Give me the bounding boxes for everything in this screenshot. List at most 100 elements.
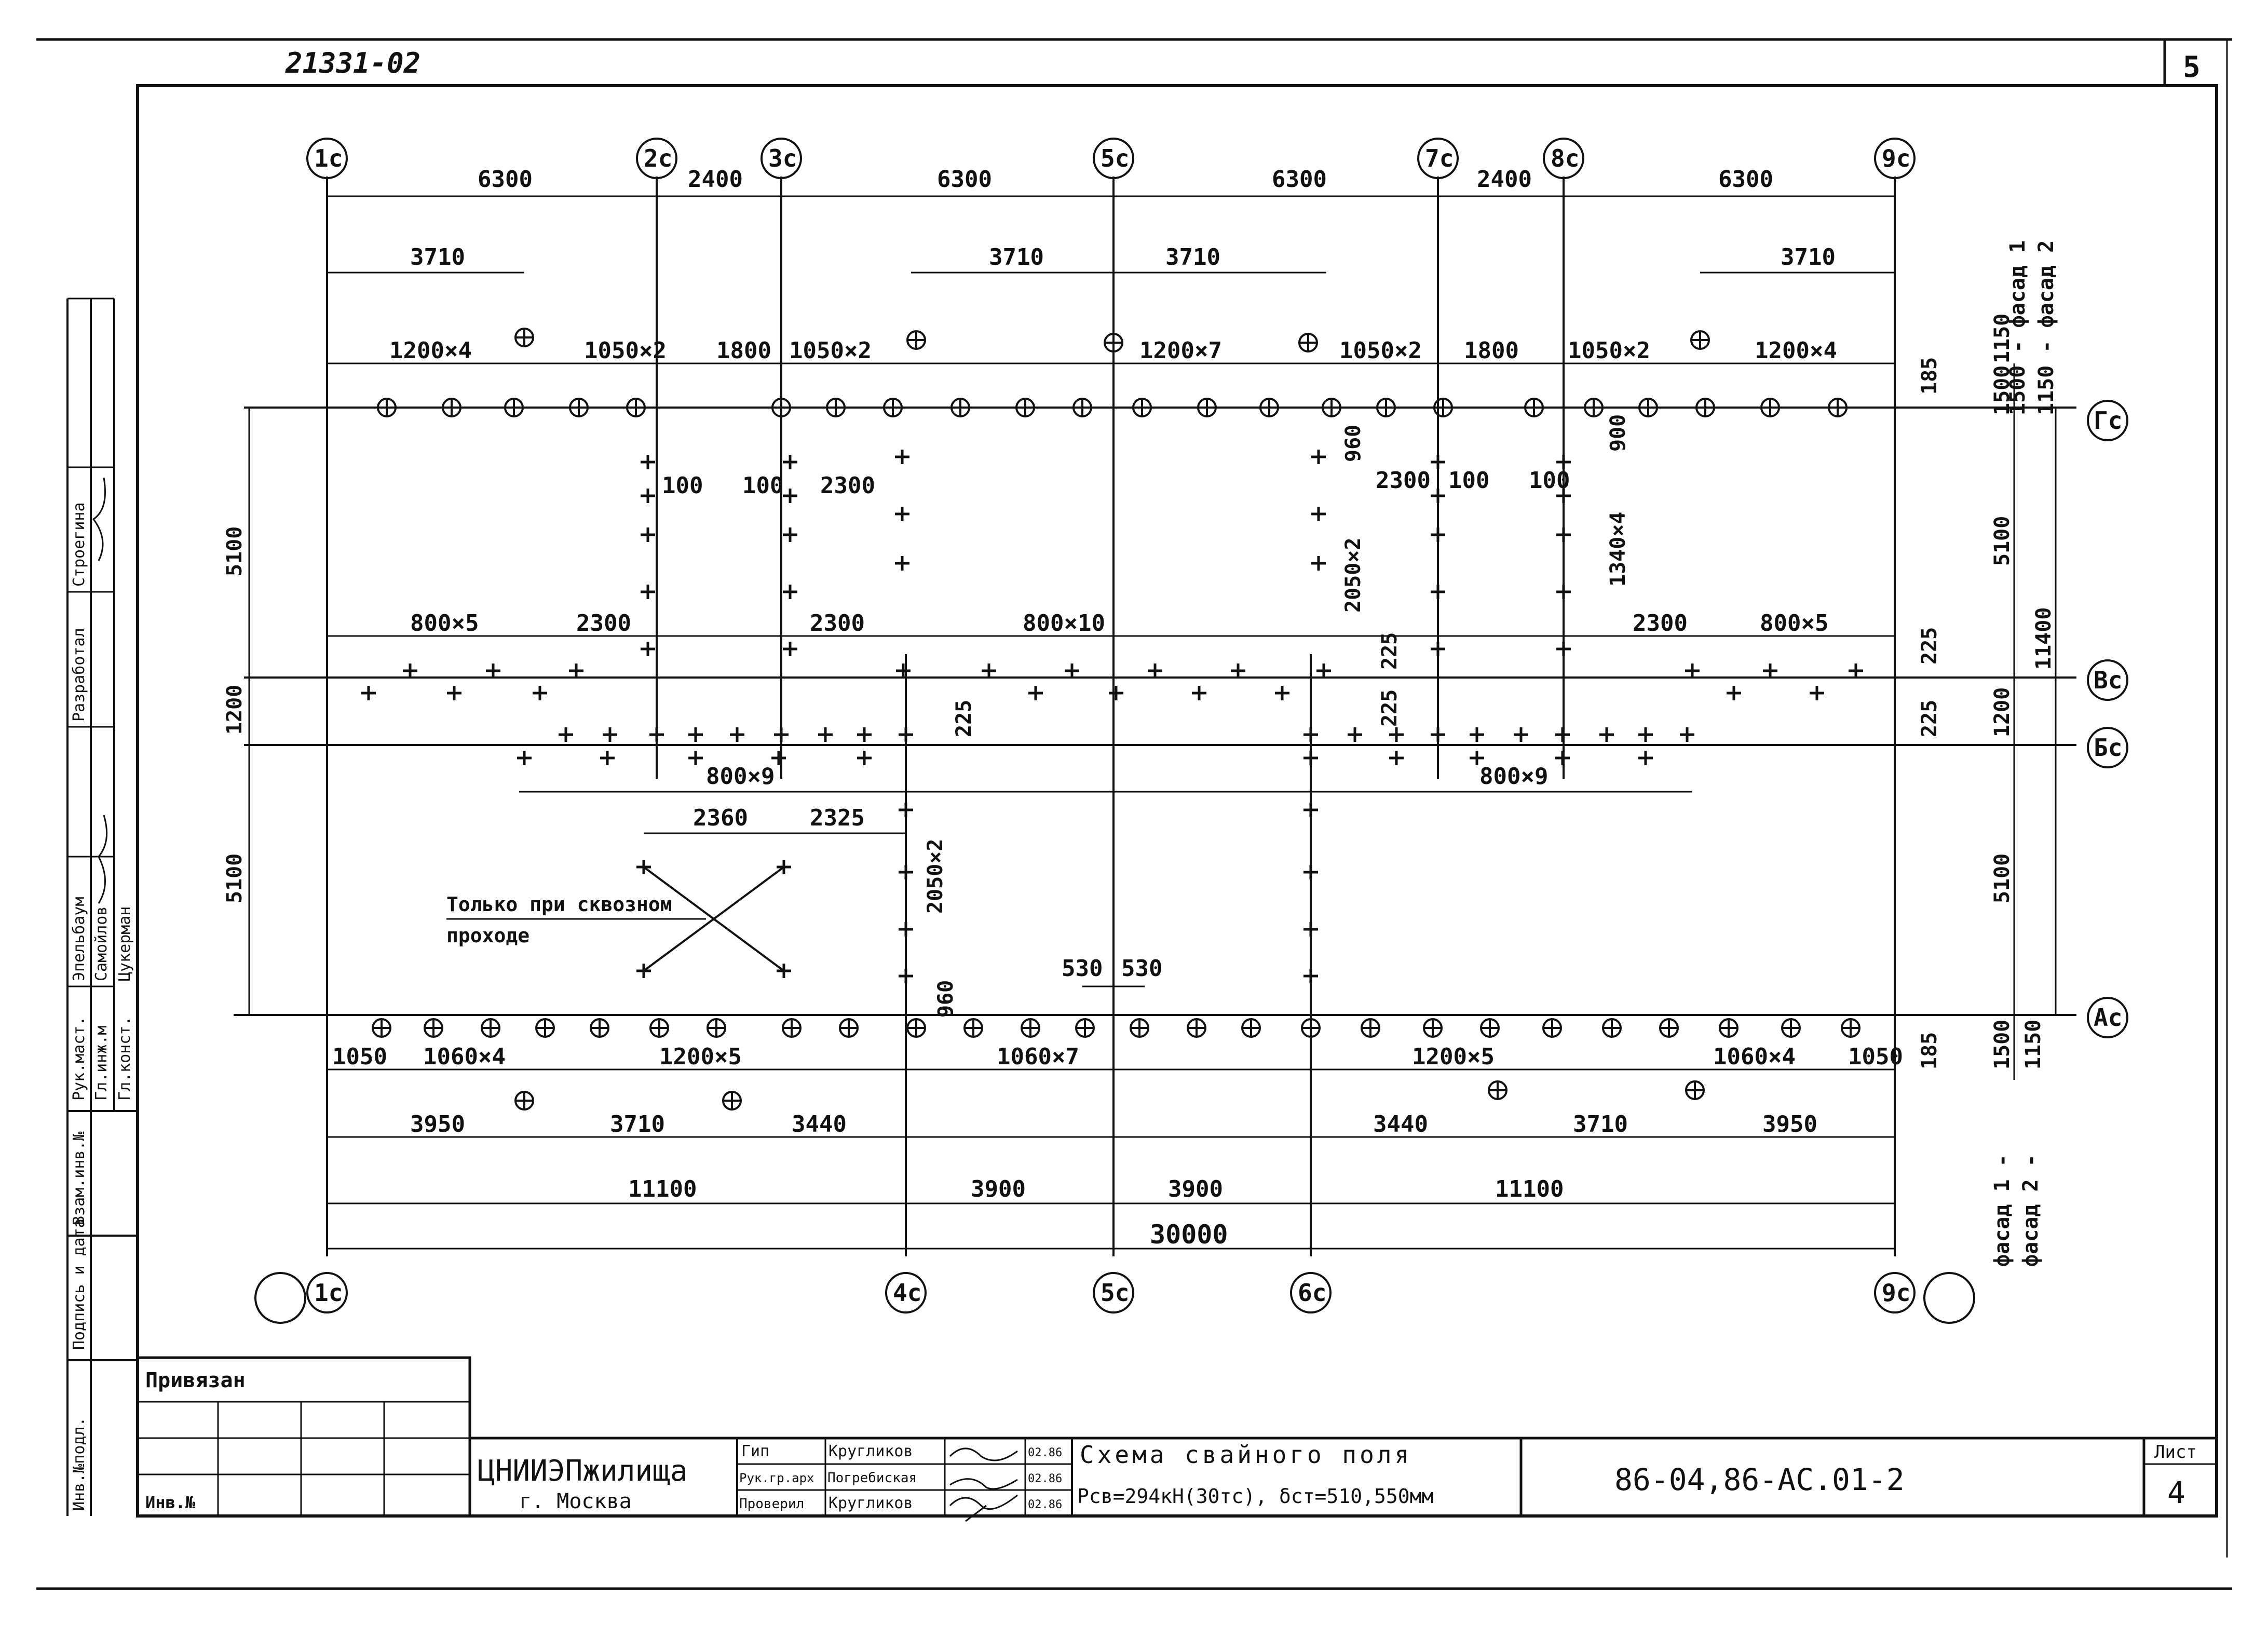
pile-cross-marker <box>783 527 797 542</box>
pile-cross-marker <box>403 663 417 678</box>
pile-cross-marker <box>1556 489 1571 503</box>
facade-bottom-2: фасад 2 - <box>2019 1154 2043 1267</box>
dim-1200x4-a: 1200×4 <box>389 337 472 364</box>
pile-circle-marker <box>1584 398 1604 417</box>
dim-3900-b: 3900 <box>1168 1176 1223 1202</box>
pile-circle-marker <box>1480 1018 1500 1038</box>
pile-layout <box>361 328 1863 1111</box>
pile-circle-marker <box>514 328 534 347</box>
pile-cross-marker <box>1810 686 1824 700</box>
dim-v-2050x2-a: 2050×2 <box>1341 538 1365 613</box>
dim-3710-b: 3710 <box>989 244 1044 270</box>
stamp-developed: Разработал <box>70 628 88 722</box>
pile-cross-marker <box>486 663 500 678</box>
sheet-number: 4 <box>2167 1475 2185 1510</box>
pile-cross-marker <box>771 751 786 765</box>
pile-circle-marker <box>1298 333 1318 353</box>
pile-cross-marker <box>1303 969 1318 983</box>
pile-circle-marker <box>1130 1018 1149 1038</box>
pile-circle-marker <box>377 398 397 417</box>
pile-cross-marker <box>447 686 461 700</box>
pile-circle-marker <box>535 1018 555 1038</box>
dim-left-5100-b: 5100 <box>223 854 247 903</box>
dim-1200x5-b: 1200×5 <box>1412 1044 1495 1070</box>
dim-11100-b: 11100 <box>1495 1176 1564 1202</box>
pile-cross-marker <box>1763 663 1777 678</box>
dim-v-225-b: 225 <box>1378 689 1402 727</box>
stamp-gl-konst: Гл.конст. <box>116 1016 134 1101</box>
pile-cross-marker <box>1148 663 1162 678</box>
facade-top-2: 1150 - фасад 2 <box>2034 240 2058 415</box>
pile-circle-marker <box>442 398 461 417</box>
pile-cross-marker <box>1680 727 1694 742</box>
pile-circle-marker <box>1488 1080 1508 1100</box>
axis-bottom-9c: 9с <box>1882 1279 1910 1307</box>
pile-circle-marker <box>950 398 970 417</box>
pile-cross-marker <box>1849 663 1863 678</box>
pile-circle-marker <box>883 398 903 417</box>
pile-cross-marker <box>1028 686 1043 700</box>
pile-circle-marker <box>569 398 589 417</box>
date-ruk-gr-arh: 02.86 <box>1028 1472 1062 1485</box>
side-stamp: Инв.№подл. Подпись и дата Взам.инв.№ Рук… <box>66 297 138 1516</box>
note-line-1: Только при сквозном <box>446 893 672 916</box>
pile-circle-marker <box>1638 398 1658 417</box>
pile-cross-marker <box>1192 686 1206 700</box>
pile-cross-marker <box>899 969 913 983</box>
axis-top-7c: 7с <box>1425 144 1454 172</box>
dim-3710-a: 3710 <box>410 244 465 270</box>
dim-v-225-a: 225 <box>1378 632 1402 670</box>
axis-bottom-5c: 5с <box>1101 1279 1129 1307</box>
dim-100-c: 100 <box>1448 467 1489 494</box>
pile-circle-marker <box>1659 1018 1679 1038</box>
axis-top-5c: 5с <box>1101 144 1129 172</box>
axis-bottom-1c: 1с <box>314 1279 343 1307</box>
dimension-lines <box>248 195 2057 1250</box>
pile-circle-marker <box>906 330 926 350</box>
pile-circle-marker <box>1828 398 1848 417</box>
pile-cross-marker <box>1348 727 1362 742</box>
pile-circle-marker <box>1695 398 1715 417</box>
doc-code: 86-04,86-АС.01-2 <box>1614 1462 1905 1497</box>
pile-cross-marker <box>1316 663 1331 678</box>
dim-right-1200: 1200 <box>1990 687 2014 737</box>
dim-v-960-a: 960 <box>1341 425 1365 462</box>
stamp-vzam-inv: Взам.инв.№ <box>70 1131 88 1225</box>
dim-1060x4-a: 1060×4 <box>423 1044 506 1070</box>
pile-cross-marker <box>1303 865 1318 879</box>
pile-cross-marker <box>1556 455 1571 469</box>
dim-1050x2-a: 1050×2 <box>584 337 667 364</box>
pile-cross-marker <box>1311 450 1326 464</box>
pile-cross-marker <box>1431 489 1445 503</box>
pile-cross-marker <box>1638 727 1653 742</box>
pile-cross-marker <box>1065 663 1079 678</box>
pile-circle-marker <box>514 1091 534 1111</box>
pile-cross-marker <box>1303 803 1318 817</box>
pile-circle-marker <box>424 1018 443 1038</box>
pile-cross-marker <box>783 642 797 656</box>
pile-circle-marker <box>707 1018 726 1038</box>
role-gip: Гип <box>741 1442 769 1460</box>
dim-3710-c: 3710 <box>1165 244 1220 270</box>
dim-v-185-b: 185 <box>1918 1032 1941 1069</box>
date-gip: 02.86 <box>1028 1446 1062 1459</box>
name-checked: Кругликов <box>829 1494 913 1512</box>
pile-cross-marker <box>1431 527 1445 542</box>
dim-2300-mid-a: 2300 <box>576 610 631 637</box>
tied-label: Привязан <box>145 1369 246 1392</box>
dim-v-225-d: 225 <box>1918 627 1941 665</box>
dim-100-a: 100 <box>662 472 703 499</box>
dim-right-1150-top: 1150 <box>1990 314 2014 363</box>
axis-top-3c: 3с <box>768 144 797 172</box>
dim-top-6300-c: 6300 <box>1272 166 1327 193</box>
dim-v-960-c: 960 <box>934 980 958 1018</box>
pile-circle-marker <box>1187 1018 1206 1038</box>
pile-cross-marker <box>361 686 376 700</box>
pile-cross-marker <box>895 507 909 521</box>
pile-cross-marker <box>1470 751 1484 765</box>
pile-cross-marker <box>818 727 833 742</box>
pile-cross-marker <box>1431 727 1445 742</box>
pile-circle-marker <box>839 1018 859 1038</box>
pile-cross-marker <box>569 663 583 678</box>
stamp-name-2: Самойлов <box>92 906 111 982</box>
